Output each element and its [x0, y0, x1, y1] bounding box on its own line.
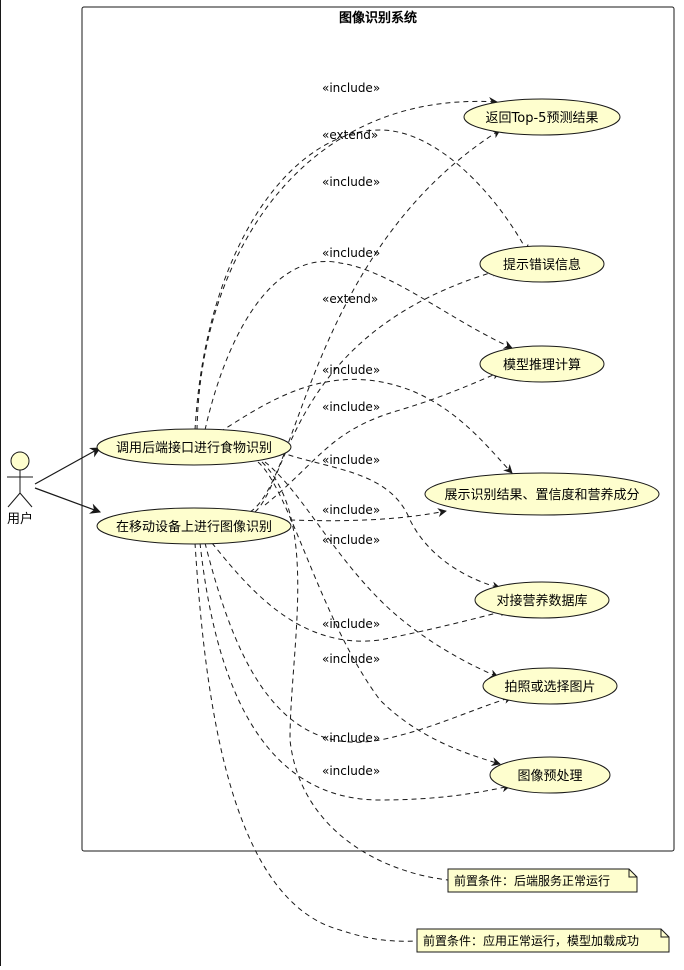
system-boundary: 图像识别系统	[81, 6, 675, 852]
actor-right-leg	[19, 492, 33, 508]
rel-device-return	[249, 129, 501, 513]
association-device	[34, 487, 102, 514]
note-backend-precondition: 前置条件：后端服务正常运行	[447, 868, 638, 893]
label-include-5: «include»	[322, 400, 380, 414]
label-include-4: «include»	[322, 363, 380, 377]
association-backend	[34, 447, 101, 485]
label-include-1: «include»	[322, 81, 380, 95]
use-case-show-results[interactable]: 展示识别结果、置信度和营养成分	[424, 472, 660, 516]
rel-device-preprocess	[199, 542, 511, 801]
rel-backend-inference	[204, 261, 513, 431]
label-extend-2: «extend»	[322, 292, 378, 306]
use-case-return-top5[interactable]: 返回Top-5预测结果	[463, 98, 621, 136]
use-case-photo-select-label: 拍照或选择图片	[504, 680, 595, 695]
note-backend-precondition-text: 前置条件：后端服务正常运行	[454, 873, 610, 888]
label-include-9: «include»	[322, 617, 380, 631]
rel-device-error	[254, 267, 501, 513]
use-case-backend-recognition[interactable]: 调用后端接口进行食物识别	[96, 428, 292, 466]
rel-backend-error	[194, 129, 529, 431]
use-case-preprocess[interactable]: 图像预处理	[489, 756, 611, 794]
note-app-precondition: 前置条件：应用正常运行，模型加载成功	[416, 928, 670, 953]
relationships	[194, 97, 529, 942]
relationship-labels: «include» «extend» «include» «include» «…	[322, 81, 380, 778]
rel-device-note	[194, 542, 418, 942]
label-include-2: «include»	[322, 175, 380, 189]
label-include-7: «include»	[322, 503, 380, 517]
rel-backend-return	[196, 97, 498, 431]
actor-left-leg	[7, 492, 21, 508]
use-case-error-message[interactable]: 提示错误信息	[479, 245, 605, 283]
actor-label: 用户	[7, 511, 33, 527]
rel-backend-preprocess	[257, 461, 501, 766]
use-case-nutrition-db[interactable]: 对接营养数据库	[474, 581, 610, 619]
use-case-device-recognition[interactable]: 在移动设备上进行图像识别	[96, 507, 292, 545]
label-include-3: «include»	[322, 246, 380, 260]
use-case-backend-recognition-label: 调用后端接口进行食物识别	[116, 440, 272, 456]
label-include-10: «include»	[322, 652, 380, 666]
rel-device-photo	[204, 542, 513, 743]
label-include-6: «include»	[322, 453, 380, 467]
rel-backend-show	[219, 378, 513, 474]
note-app-precondition-text: 前置条件：应用正常运行，模型加载成功	[423, 933, 639, 948]
label-include-12: «include»	[322, 764, 380, 778]
use-case-show-results-label: 展示识别结果、置信度和营养成分	[444, 487, 639, 503]
use-case-photo-select[interactable]: 拍照或选择图片	[482, 667, 618, 705]
rel-backend-photo	[264, 461, 499, 678]
label-extend-1: «extend»	[322, 128, 378, 142]
use-case-nutrition-db-label: 对接营养数据库	[496, 593, 587, 609]
actor-head	[10, 451, 30, 471]
rel-device-show	[289, 508, 447, 522]
rel-backend-nutrition	[279, 451, 501, 591]
use-case-return-top5-label: 返回Top-5预测结果	[486, 111, 599, 126]
system-title: 图像识别系统	[339, 10, 417, 26]
use-case-preprocess-label: 图像预处理	[517, 769, 582, 784]
use-case-model-inference[interactable]: 模型推理计算	[479, 345, 605, 383]
label-include-8: «include»	[322, 533, 380, 547]
use-case-error-message-label: 提示错误信息	[503, 257, 581, 273]
label-include-11: «include»	[322, 731, 380, 745]
use-case-model-inference-label: 模型推理计算	[503, 358, 581, 373]
actor-user[interactable]: 用户	[7, 451, 33, 527]
rel-backend-note	[261, 461, 449, 881]
use-case-device-recognition-label: 在移动设备上进行图像识别	[116, 519, 272, 535]
